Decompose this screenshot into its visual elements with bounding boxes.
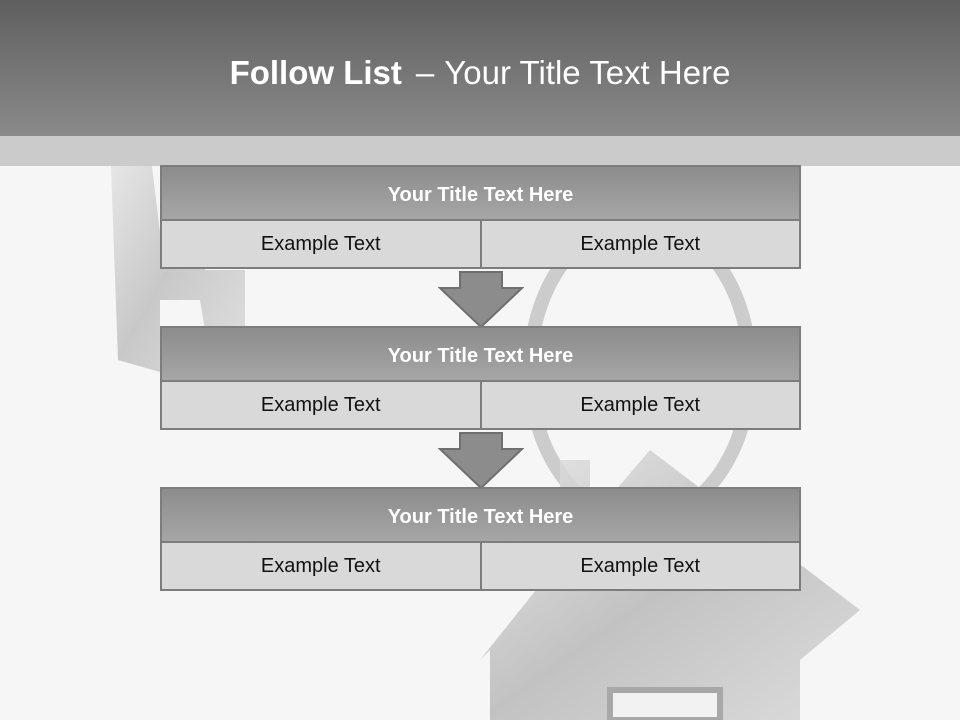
block-title: Your Title Text Here: [160, 165, 801, 221]
block-cell-left: Example Text: [160, 382, 482, 430]
down-arrow-icon: [438, 432, 524, 490]
header-bar: [0, 0, 960, 136]
block-cell-left: Example Text: [160, 221, 482, 269]
block-title: Your Title Text Here: [160, 326, 801, 382]
block-row: Example Text Example Text: [160, 221, 801, 269]
list-block: Your Title Text Here Example Text Exampl…: [160, 165, 801, 269]
block-title: Your Title Text Here: [160, 487, 801, 543]
header-band: [0, 136, 960, 166]
block-cell-right: Example Text: [481, 221, 801, 269]
block-row: Example Text Example Text: [160, 382, 801, 430]
block-cell-left: Example Text: [160, 543, 482, 591]
down-arrow-icon: [438, 271, 524, 329]
block-row: Example Text Example Text: [160, 543, 801, 591]
slide-title: Follow List–Your Title Text Here: [0, 54, 960, 92]
list-block: Your Title Text Here Example Text Exampl…: [160, 326, 801, 430]
slide-title-dash: –: [415, 54, 435, 91]
list-block: Your Title Text Here Example Text Exampl…: [160, 487, 801, 591]
slide-title-rest: Your Title Text Here: [444, 54, 731, 91]
block-cell-right: Example Text: [481, 543, 801, 591]
slide-title-bold: Follow List: [229, 54, 402, 91]
block-cell-right: Example Text: [481, 382, 801, 430]
